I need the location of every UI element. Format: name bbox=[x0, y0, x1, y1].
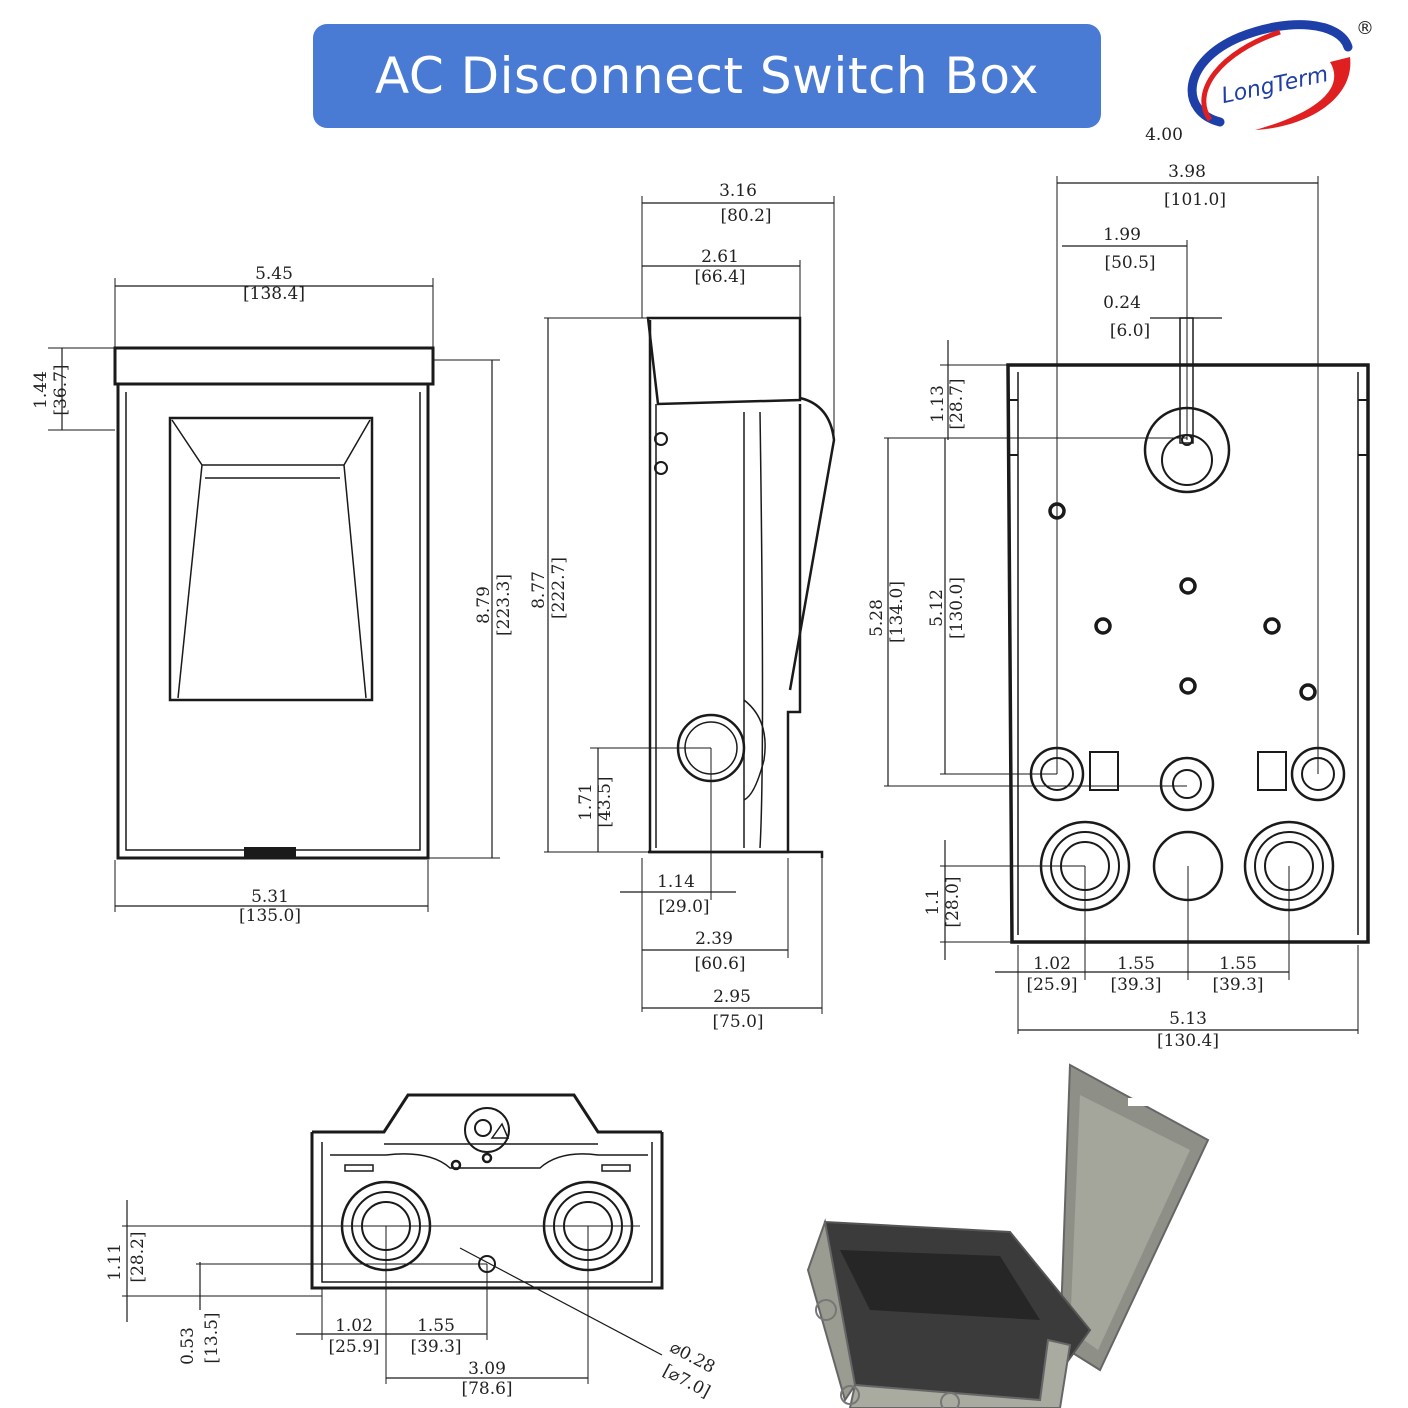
dim-back-ko-3: 1.55 bbox=[1219, 954, 1257, 974]
dim-side-ko-offset-mm: [29.0] bbox=[658, 897, 709, 917]
front-view bbox=[48, 278, 500, 912]
dim-back-top-hole: 1.13 bbox=[928, 385, 948, 423]
dim-side-ko-height-mm: [43.5] bbox=[595, 776, 615, 827]
dim-side-body-depth: 2.39 bbox=[695, 929, 733, 949]
brand-logo: LongTerm ® bbox=[1187, 18, 1374, 130]
dim-side-top-depth: 2.61 bbox=[701, 247, 739, 267]
dim-back-mount-width-mm: [101.0] bbox=[1164, 190, 1226, 210]
dim-back-ko-1: 1.02 bbox=[1033, 954, 1071, 974]
dim-back-mount-width: 3.98 bbox=[1168, 162, 1206, 182]
logo-swoosh-red-icon-2 bbox=[1201, 29, 1281, 122]
side-view bbox=[544, 196, 836, 1014]
dim-side-top-depth-mm: [66.4] bbox=[694, 267, 745, 287]
dim-front-hood-mm: [36.7] bbox=[51, 364, 71, 415]
dim-back-ko-2: 1.55 bbox=[1117, 954, 1155, 974]
dim-front-height-mm: [223.3] bbox=[494, 574, 514, 636]
dim-bottom-ko-height-mm: [28.2] bbox=[128, 1231, 148, 1282]
dim-bottom-span: 3.09 bbox=[468, 1359, 506, 1379]
dim-side-overall-depth-mm: [80.2] bbox=[720, 206, 771, 226]
dim-back-bottom-ko-mm: [28.0] bbox=[943, 876, 963, 927]
dim-side-ko-height: 1.71 bbox=[576, 783, 596, 821]
dim-back-center-offset: 1.99 bbox=[1103, 225, 1141, 245]
bottom-view bbox=[122, 1093, 664, 1384]
dim-bottom-ko-2: 1.55 bbox=[417, 1316, 455, 1336]
dim-bottom-hole-height-mm: [13.5] bbox=[202, 1312, 222, 1363]
dim-back-top-hole-mm: [28.7] bbox=[947, 378, 967, 429]
dim-front-bottom-width: 5.31 bbox=[251, 887, 289, 907]
dim-back-slot: 0.24 bbox=[1103, 293, 1141, 313]
dim-back-width-mm: [130.4] bbox=[1157, 1031, 1219, 1051]
dim-bottom-ko-2-mm: [39.3] bbox=[410, 1337, 461, 1357]
dim-front-height: 8.79 bbox=[474, 586, 494, 624]
dim-bottom-ko-height: 1.11 bbox=[105, 1243, 125, 1281]
dim-bottom-ko-1: 1.02 bbox=[335, 1316, 373, 1336]
dim-back-slot-mm: [6.0] bbox=[1110, 321, 1150, 341]
dim-side-body-depth-mm: [60.6] bbox=[694, 954, 745, 974]
dim-back-ko-3-mm: [39.3] bbox=[1212, 975, 1263, 995]
dim-back-ko-1-mm: [25.9] bbox=[1026, 975, 1077, 995]
dim-bottom-span-mm: [78.6] bbox=[461, 1379, 512, 1399]
dim-front-hood: 1.44 bbox=[31, 371, 51, 409]
dim-side-overall-depth: 3.16 bbox=[719, 181, 757, 201]
dim-back-bottom-ko: 1.1 bbox=[923, 888, 943, 915]
dim-back-width: 5.13 bbox=[1169, 1009, 1207, 1029]
dim-back-span-b-mm: [130.0] bbox=[947, 577, 967, 639]
dim-side-height: 8.77 bbox=[529, 571, 549, 609]
dim-back-ko-2-mm: [39.3] bbox=[1110, 975, 1161, 995]
registered-mark: ® bbox=[1356, 18, 1374, 39]
dim-back-span-a-mm: [134.0] bbox=[887, 581, 907, 643]
dim-front-top-width: 5.45 bbox=[255, 264, 293, 284]
front-hood bbox=[113, 346, 435, 386]
dim-side-height-mm: [222.7] bbox=[549, 557, 569, 619]
logo-swoosh-blue-icon bbox=[1187, 20, 1353, 127]
dim-bottom-ko-1-mm: [25.9] bbox=[328, 1337, 379, 1357]
page-title: AC Disconnect Switch Box bbox=[375, 47, 1039, 105]
product-photo bbox=[806, 1063, 1210, 1408]
dim-back-span-b: 5.12 bbox=[927, 589, 947, 627]
title-banner: AC Disconnect Switch Box bbox=[313, 24, 1101, 128]
back-view bbox=[884, 176, 1370, 1034]
front-window bbox=[168, 416, 374, 702]
dim-back-center-offset-mm: [50.5] bbox=[1104, 253, 1155, 273]
dim-bottom-hole-height: 0.53 bbox=[178, 1327, 198, 1365]
front-body bbox=[116, 384, 430, 860]
dim-front-top-width-mm: [138.4] bbox=[243, 284, 305, 304]
logo-swoosh-red-icon bbox=[1255, 57, 1351, 130]
dim-back-outer-width: 4.00 bbox=[1145, 125, 1183, 145]
dim-side-base-depth-mm: [75.0] bbox=[712, 1012, 763, 1032]
dim-back-span-a: 5.28 bbox=[867, 599, 887, 637]
dim-side-ko-offset: 1.14 bbox=[657, 872, 695, 892]
dim-side-base-depth: 2.95 bbox=[713, 987, 751, 1007]
dim-front-bottom-width-mm: [135.0] bbox=[239, 906, 301, 926]
